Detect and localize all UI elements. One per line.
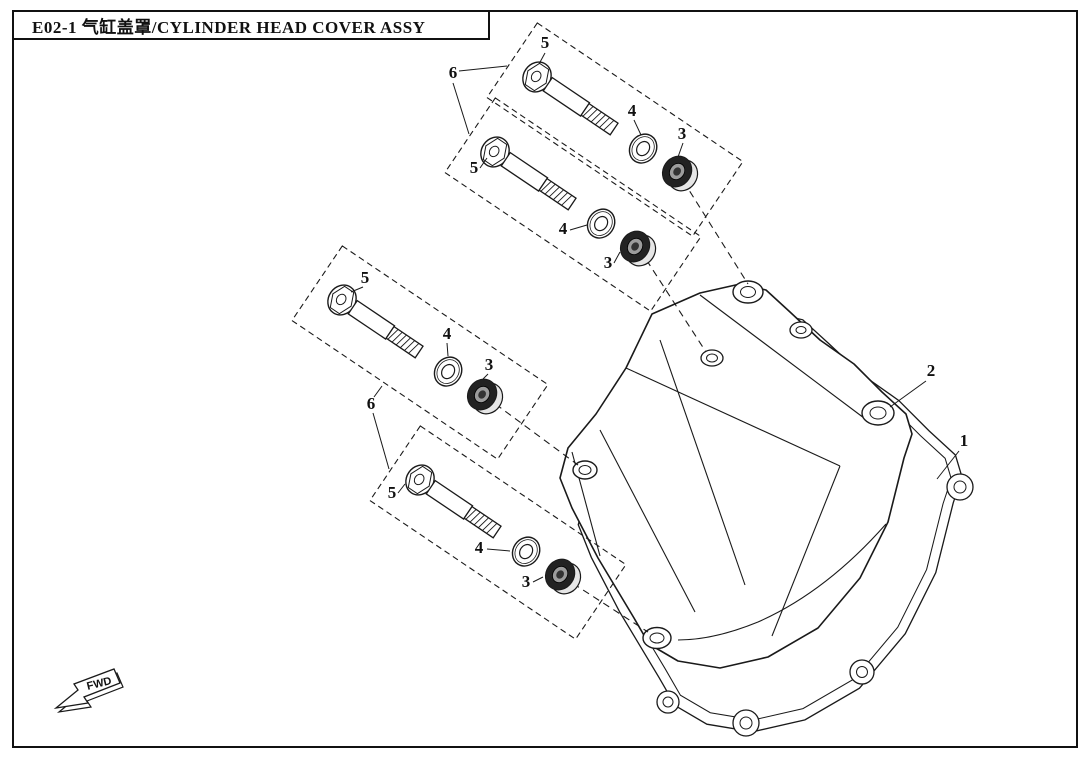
callout-bolt: 5	[470, 158, 479, 177]
title-box: E02-1 气缸盖罩/CYLINDER HEAD COVER ASSY	[12, 10, 490, 40]
fwd-arrow-icon: FWD	[55, 668, 124, 713]
callout-washer: 4	[443, 324, 452, 343]
callout-leader-lines	[350, 52, 960, 583]
callout-seal: 3	[678, 124, 687, 143]
cover-bolt-hole	[732, 280, 764, 304]
page-border	[12, 10, 1078, 748]
bolt-washer-seal-assembly-1	[486, 22, 744, 237]
callout-seal: 3	[485, 355, 494, 374]
callout-washer: 4	[559, 219, 568, 238]
gasket-bolt-tab	[849, 659, 875, 685]
bolt-washer-seal-assembly-2	[444, 97, 702, 312]
callout-bolt: 5	[388, 483, 397, 502]
callout-bolt: 5	[541, 33, 550, 52]
gasket-bolt-tab	[946, 473, 974, 501]
cover-mount-boss	[861, 400, 895, 426]
callout-washer: 4	[475, 538, 484, 557]
cover-bolt-hole	[572, 460, 598, 480]
cover-bolt-hole	[700, 349, 724, 367]
cover-bolt-hole	[642, 626, 672, 650]
cylinder-head-cover	[559, 280, 913, 669]
callout-seal: 3	[522, 572, 531, 591]
callout-seal: 3	[604, 253, 613, 272]
gasket-bolt-tab	[732, 709, 760, 737]
cylinder-head-cover-gasket	[577, 312, 974, 737]
callout-gasket: 1	[960, 431, 969, 450]
callout-bolt: 5	[361, 268, 370, 287]
callout-assembly-group: 6	[449, 63, 458, 82]
callout-assembly-group: 6	[367, 394, 376, 413]
callout-cover: 2	[927, 361, 936, 380]
cover-cap-boss	[789, 321, 813, 339]
callout-washer: 4	[628, 101, 637, 120]
gasket-bolt-tab	[656, 690, 680, 714]
fwd-label: FWD	[86, 675, 113, 693]
page-title: E02-1 气缸盖罩/CYLINDER HEAD COVER ASSY	[32, 17, 426, 37]
